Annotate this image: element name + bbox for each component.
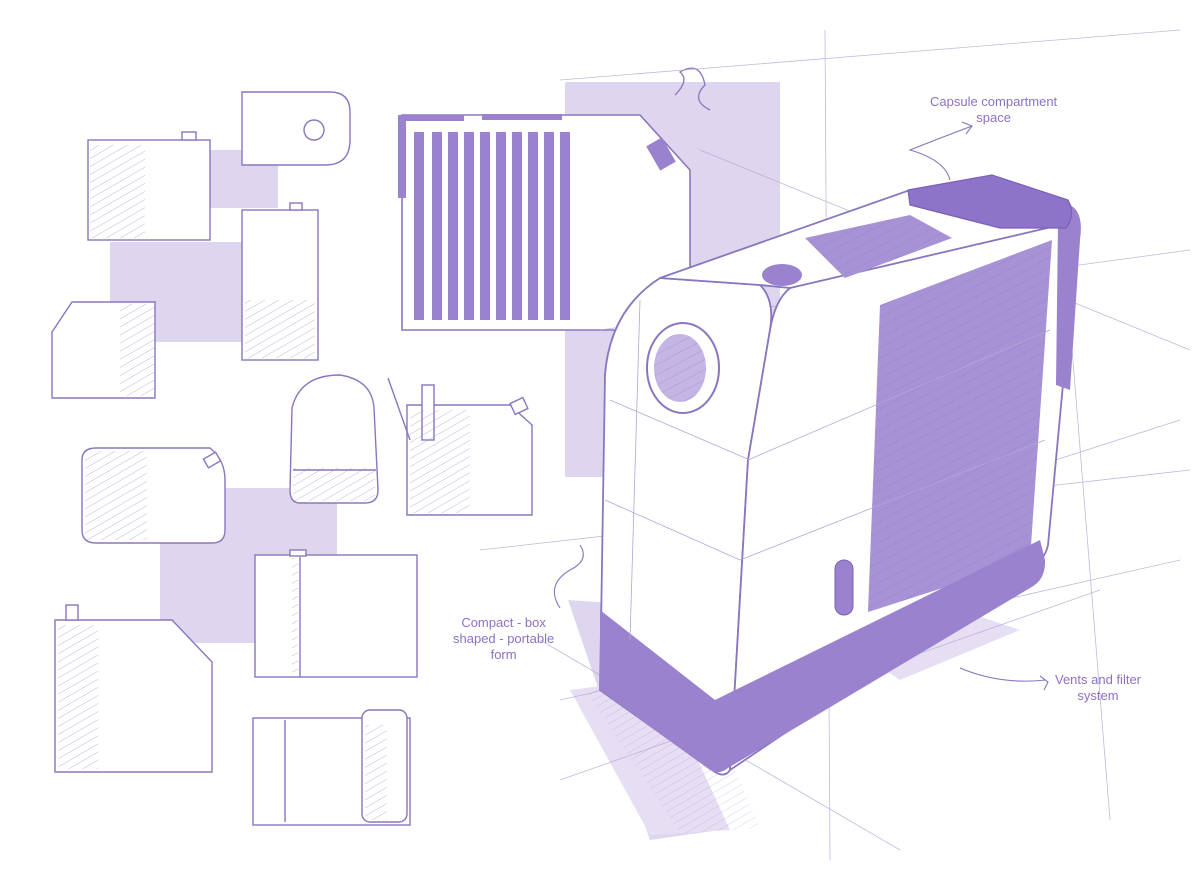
main-device-perspective <box>599 174 1081 776</box>
capsule-label-line1: Capsule compartment <box>930 94 1058 109</box>
capsule-label-line2: space <box>976 110 1011 125</box>
annotation-leaders <box>553 121 1049 691</box>
vents-label-line1: Vents and filter <box>1055 672 1141 687</box>
capsule-compartment-label: Capsule compartment space <box>930 94 1057 126</box>
capsule-leader <box>908 125 973 181</box>
grille-view-sketch <box>398 67 711 331</box>
compact-label-line3: form <box>490 647 517 662</box>
vent-slats <box>414 132 570 320</box>
compact-form-label: Compact - box shaped - portable form <box>453 615 554 663</box>
compact-label-line1: Compact - box <box>461 615 546 630</box>
capsule-arrow <box>961 121 973 135</box>
compact-leader <box>553 544 584 609</box>
vents-leader <box>959 667 1047 682</box>
vents-filter-label: Vents and filter system <box>1055 672 1141 704</box>
vents-arrow <box>1039 675 1049 691</box>
compact-label-line2: shaped - portable <box>453 631 555 646</box>
vents-label-line2: system <box>1077 688 1119 703</box>
thumbnail-sketches <box>51 91 533 826</box>
